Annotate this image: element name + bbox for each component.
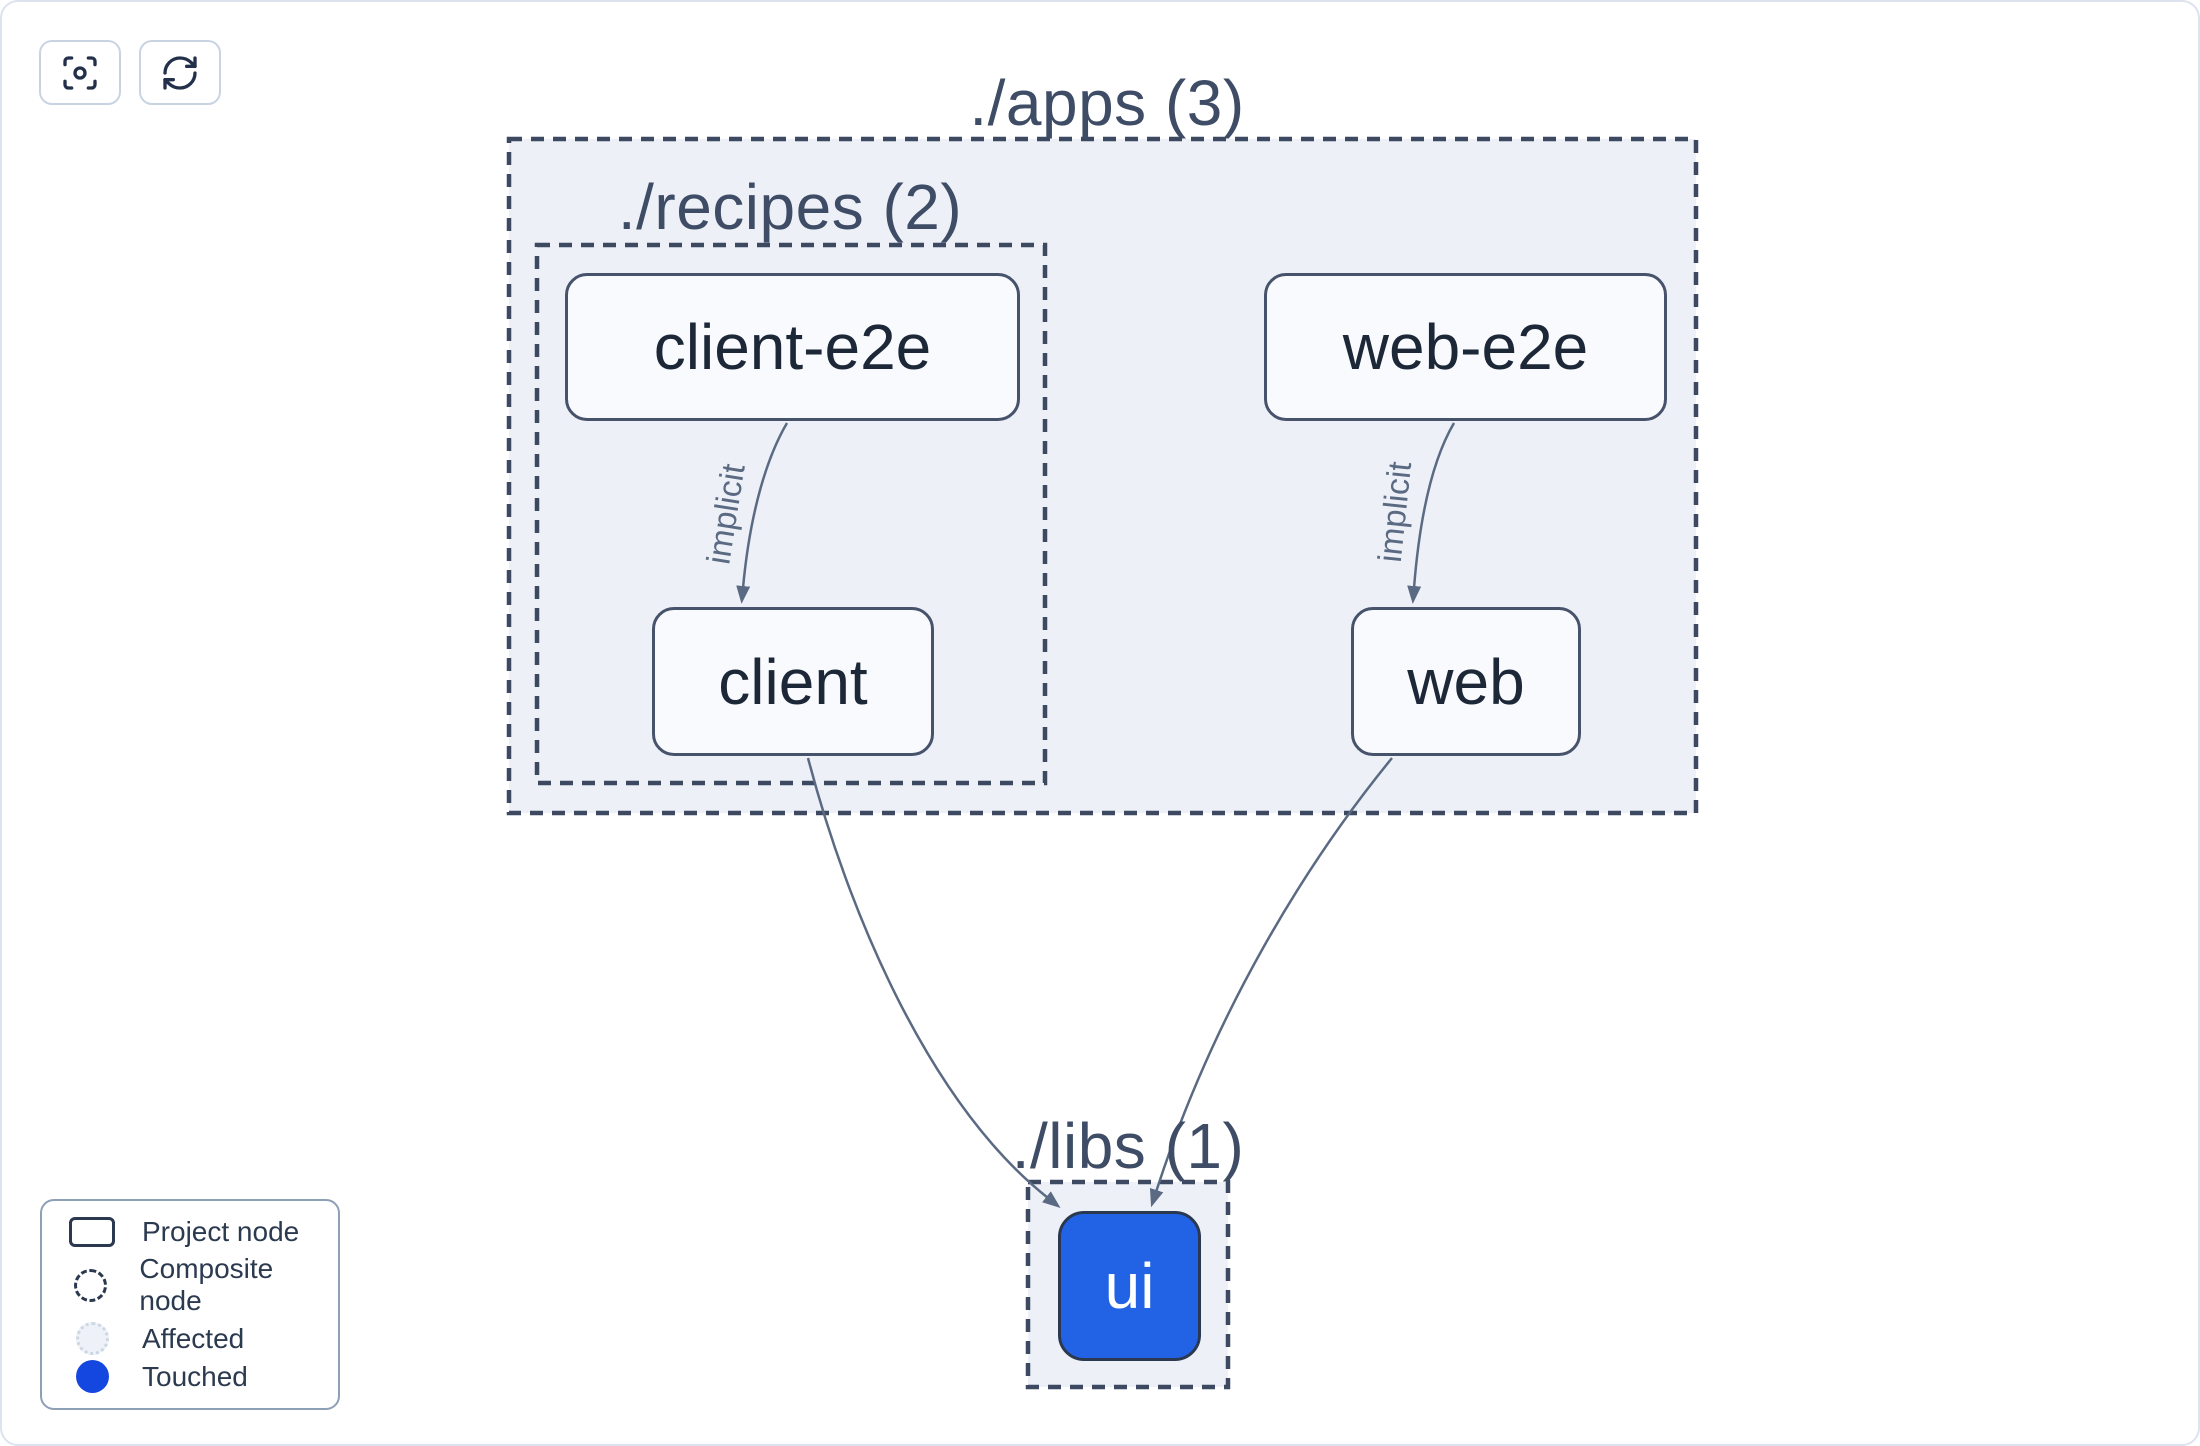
focus-scan-icon [63, 55, 97, 90]
legend-panel: Project node Composite node Affected Tou… [40, 1199, 340, 1410]
affected-icon [75, 1322, 109, 1355]
node-label: client [718, 645, 868, 718]
node-web[interactable]: web [1351, 607, 1581, 756]
legend-item-affected: Affected [42, 1322, 338, 1355]
legend-item-project-node: Project node [42, 1216, 338, 1248]
edge-client-e2e-to-client[interactable] [736, 422, 789, 604]
node-ui[interactable]: ui [1058, 1211, 1201, 1361]
node-label: web [1407, 645, 1525, 718]
edge-web-to-ui[interactable] [1149, 757, 1393, 1208]
edge-web-e2e-to-web[interactable] [1407, 422, 1456, 604]
legend-label: Touched [142, 1360, 248, 1392]
group-label-recipes[interactable]: ./recipes (2) [617, 171, 963, 243]
node-client[interactable]: client [652, 607, 934, 756]
node-label: ui [1104, 1250, 1155, 1322]
edge-client-to-ui[interactable] [806, 757, 1061, 1208]
legend-item-touched: Touched [42, 1360, 338, 1393]
zoom-to-fit-button[interactable] [39, 40, 121, 105]
node-web-e2e[interactable]: web-e2e [1264, 273, 1667, 421]
legend-item-composite-node: Composite node [42, 1253, 338, 1317]
node-label: client-e2e [653, 311, 932, 383]
node-client-e2e[interactable]: client-e2e [565, 273, 1020, 421]
node-label: web-e2e [1342, 311, 1589, 383]
legend-label: Composite node [139, 1253, 274, 1316]
toolbar [39, 40, 221, 105]
group-label-libs[interactable]: ./libs (1) [1011, 1110, 1245, 1182]
group-label-apps[interactable]: ./apps (3) [969, 67, 1245, 139]
refresh-button[interactable] [139, 40, 221, 105]
refresh-icon [163, 55, 197, 90]
touched-icon [75, 1360, 109, 1393]
legend-label: Affected [142, 1322, 245, 1354]
project-node-icon [69, 1217, 115, 1247]
legend-label: Project node [142, 1216, 300, 1247]
composite-node-icon [74, 1268, 108, 1302]
